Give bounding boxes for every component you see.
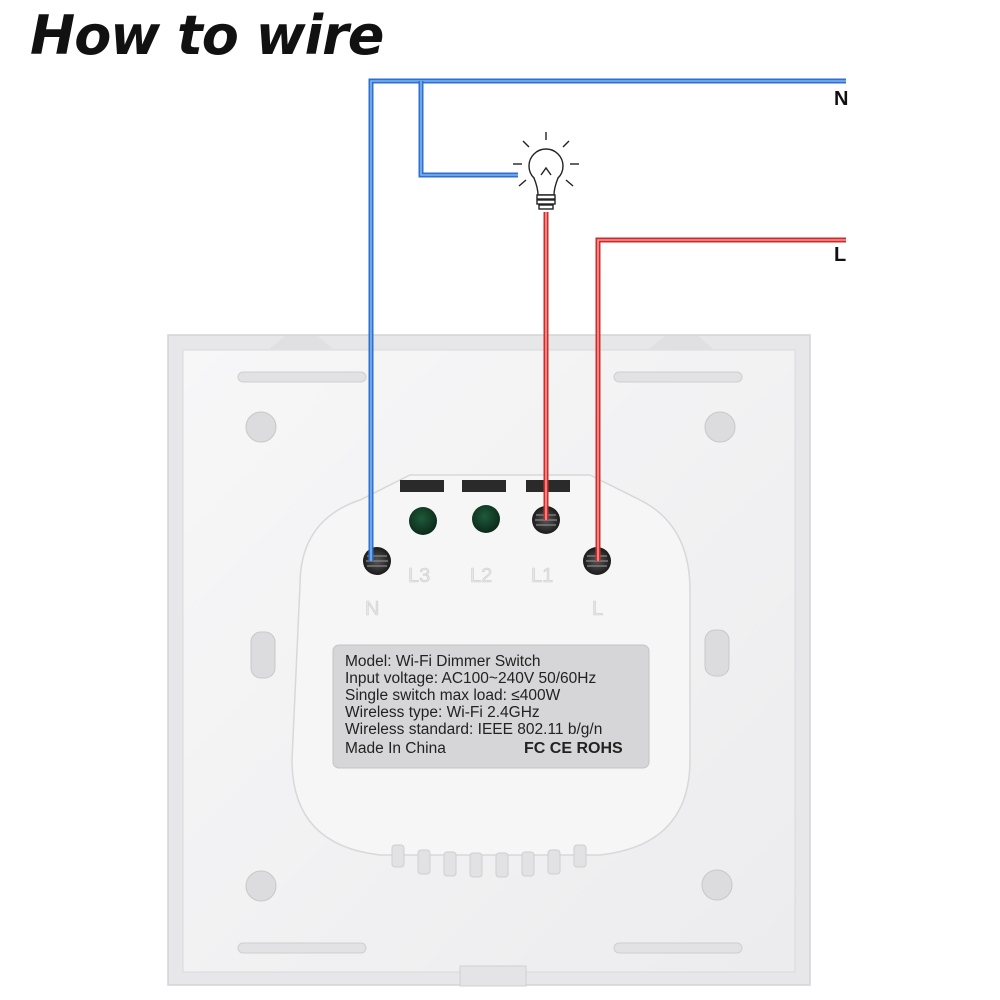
spec-label: Model: Wi-Fi Dimmer Switch Input voltage… [332, 644, 650, 769]
terminal-label-l1: L1 [531, 565, 553, 587]
switch-back-plate [167, 334, 811, 987]
light-bulb-icon [513, 132, 579, 210]
certification-marks: FC CE ROHS [524, 740, 623, 757]
spec-wireless-type: Wireless type: Wi-Fi 2.4GHz [345, 704, 540, 721]
neutral-wire-label: N [834, 88, 849, 110]
terminal-label-n: N [365, 598, 379, 620]
live-wire-label: L [834, 244, 847, 266]
mount-hole [704, 411, 736, 443]
mount-hole [245, 411, 277, 443]
mount-hole [245, 870, 277, 902]
spec-wireless-standard: Wireless standard: IEEE 802.11 b/g/n [345, 721, 602, 738]
terminal-label-l2: L2 [470, 565, 492, 587]
neutral-wire [368, 78, 846, 561]
mount-hole [701, 869, 733, 901]
terminal-l3-indicator [409, 507, 437, 535]
terminal-label-l3: L3 [408, 565, 430, 587]
live-wire [543, 212, 846, 561]
spec-made-in: Made In China [345, 740, 446, 757]
terminal-n-screw [363, 547, 391, 575]
spec-model: Model: Wi-Fi Dimmer Switch [345, 653, 540, 670]
terminal-l2-indicator [472, 505, 500, 533]
spec-max-load: Single switch max load: ≤400W [345, 687, 561, 704]
terminal-label-l: L [592, 598, 603, 620]
page-title: How to wire [30, 4, 384, 67]
spec-input-voltage: Input voltage: AC100~240V 50/60Hz [345, 670, 596, 687]
